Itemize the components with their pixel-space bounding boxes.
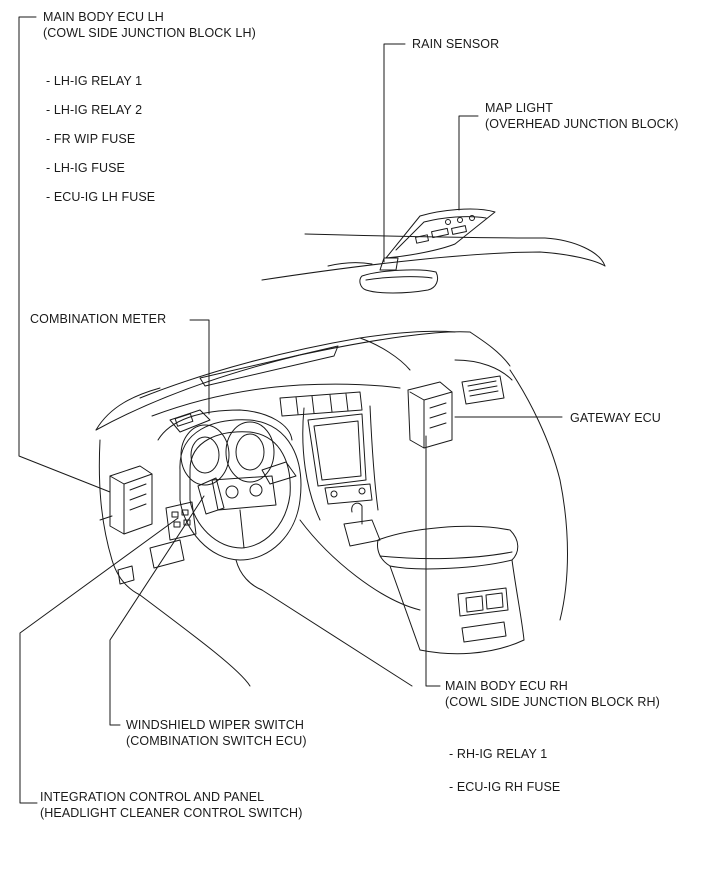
leader-main-body-ecu-rh (425, 435, 441, 687)
leader-lines (18, 16, 563, 804)
integration-control-title: INTEGRATION CONTROL AND PANEL (40, 790, 265, 804)
floor-lines (139, 479, 568, 687)
wiper-switch-title: WINDSHIELD WIPER SWITCH (126, 718, 304, 732)
main-body-ecu-rh-items: - RH-IG RELAY 1 - ECU-IG RH FUSE (449, 738, 560, 804)
combination-meter-title: COMBINATION METER (30, 312, 167, 326)
steering-wheel (179, 419, 302, 561)
label-map-light: MAP LIGHT (OVERHEAD JUNCTION BLOCK) (485, 100, 679, 132)
label-combination-meter: COMBINATION METER (30, 311, 166, 327)
center-console (343, 502, 525, 655)
integration-control-subtitle: (HEADLIGHT CLEANER CONTROL SWITCH) (40, 806, 303, 820)
leader-map-light (458, 115, 479, 211)
main-body-ecu-lh-title: MAIN BODY ECU LH (43, 10, 164, 24)
lh-item: - ECU-IG LH FUSE (46, 190, 156, 204)
wiper-switch-subtitle: (COMBINATION SWITCH ECU) (126, 734, 307, 748)
label-main-body-ecu-lh: MAIN BODY ECU LH (COWL SIDE JUNCTION BLO… (43, 9, 256, 41)
lh-item: - LH-IG RELAY 1 (46, 74, 143, 88)
rear-view-mirror (359, 257, 439, 294)
gateway-ecu-title: GATEWAY ECU (570, 411, 661, 425)
map-light-title: MAP LIGHT (485, 101, 554, 115)
label-rain-sensor: RAIN SENSOR (412, 36, 499, 52)
label-windshield-wiper-switch: WINDSHIELD WIPER SWITCH (COMBINATION SWI… (126, 717, 307, 749)
headliner (261, 233, 606, 281)
label-integration-control-panel: INTEGRATION CONTROL AND PANEL (HEADLIGHT… (40, 789, 302, 821)
rh-item: - RH-IG RELAY 1 (449, 747, 548, 761)
label-gateway-ecu: GATEWAY ECU (570, 410, 661, 426)
map-light-subtitle: (OVERHEAD JUNCTION BLOCK) (485, 117, 679, 131)
lh-item: - LH-IG RELAY 2 (46, 103, 143, 117)
leader-rain-sensor (383, 43, 406, 263)
leader-wiper-switch (109, 495, 205, 726)
lh-item: - LH-IG FUSE (46, 161, 125, 175)
leader-integration-control (19, 517, 179, 804)
overhead-console (385, 208, 496, 259)
lh-item: - FR WIP FUSE (46, 132, 136, 146)
leader-combination-meter (189, 319, 210, 415)
main-body-ecu-lh-items: - LH-IG RELAY 1 - LH-IG RELAY 2 - FR WIP… (46, 67, 155, 212)
main-body-ecu-lh-subtitle: (COWL SIDE JUNCTION BLOCK LH) (43, 26, 256, 40)
center-stack (279, 391, 379, 521)
dashboard-right (454, 359, 561, 481)
rh-item: - ECU-IG RH FUSE (449, 780, 561, 794)
main-body-ecu-rh-title: MAIN BODY ECU RH (445, 679, 568, 693)
combination-switch (197, 461, 297, 515)
main-body-ecu-rh-subtitle: (COWL SIDE JUNCTION BLOCK RH) (445, 695, 660, 709)
label-main-body-ecu-rh: MAIN BODY ECU RH (COWL SIDE JUNCTION BLO… (445, 678, 660, 710)
dashboard-top (95, 330, 511, 431)
leader-main-body-ecu-lh (18, 16, 111, 493)
main-body-ecu-lh-box (109, 465, 153, 535)
lower-dash-left (98, 439, 185, 596)
gateway-ecu-box (407, 381, 453, 449)
rain-sensor-title: RAIN SENSOR (412, 37, 500, 51)
integration-control-panel-box (165, 501, 197, 541)
